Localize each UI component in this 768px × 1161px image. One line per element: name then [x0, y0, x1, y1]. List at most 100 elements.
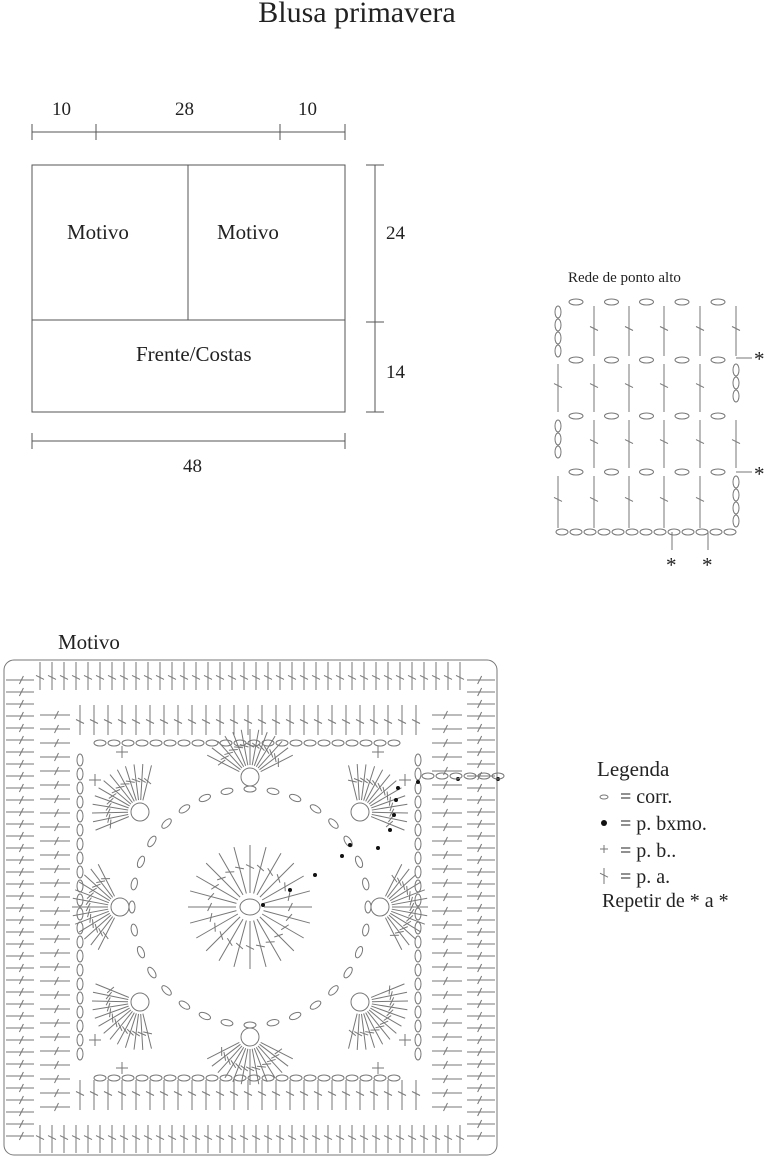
double-crochet-bar [18, 1107, 24, 1117]
chain-stitch [625, 528, 639, 536]
double-crochet-bar [477, 975, 483, 985]
double-crochet-stitch [371, 811, 408, 814]
double-crochet-stitch [368, 1009, 397, 1034]
chain-stitch [568, 412, 584, 420]
chain-stitch [191, 739, 205, 747]
legend-title: Legenda [597, 757, 670, 781]
double-crochet-stitch [211, 747, 241, 771]
double-crochet-bar [394, 930, 404, 934]
double-crochet-bar [359, 674, 369, 680]
double-crochet-bar [385, 820, 394, 828]
double-crochet-bar [54, 822, 59, 832]
chain-stitch [709, 528, 723, 536]
double-crochet-bar [366, 778, 374, 786]
double-crochet-bar [419, 1135, 429, 1141]
double-crochet-bar [443, 710, 448, 720]
double-crochet-bar [105, 997, 111, 1006]
double-crochet-bar [235, 942, 244, 950]
chain-stitch [76, 781, 84, 795]
chain-stitch [331, 739, 345, 747]
double-crochet-bar [553, 383, 563, 389]
double-crochet-stitch [84, 874, 112, 900]
double-crochet-bar [285, 719, 295, 724]
double-crochet-bar [215, 1135, 225, 1141]
double-crochet-stitch [367, 774, 391, 803]
double-crochet-stitch [260, 754, 294, 773]
double-crochet-bar [443, 1004, 448, 1014]
double-crochet-bar [589, 439, 599, 445]
double-crochet-stitch [94, 795, 129, 809]
chain-stitch [198, 793, 212, 803]
double-crochet-bar [383, 1091, 393, 1096]
double-crochet-bar [214, 922, 216, 932]
double-crochet-stitch [232, 1048, 247, 1082]
double-crochet-bar [397, 1091, 407, 1096]
chain-stitch [362, 923, 370, 937]
double-crochet-stitch [116, 769, 135, 802]
double-crochet-bar [54, 990, 59, 1000]
slip-stitch-dot [261, 903, 265, 907]
double-crochet-bar [226, 1056, 231, 1065]
double-crochet-stitch [361, 1013, 367, 1050]
double-crochet-bar [624, 326, 634, 331]
chain-stitch [554, 445, 562, 459]
double-crochet-bar [388, 985, 391, 995]
double-crochet-bar [589, 383, 599, 389]
double-crochet-bar [54, 878, 59, 888]
double-crochet-bar [18, 699, 24, 709]
double-crochet-bar [18, 1119, 24, 1129]
chain-stitch [233, 739, 247, 747]
chain-stitch [414, 809, 422, 823]
double-crochet-bar [18, 915, 24, 925]
double-crochet-bar [255, 944, 265, 948]
double-crochet-stitch [218, 918, 244, 961]
legend-item-double-crochet: = p. a. [620, 866, 671, 888]
chain-stitch [130, 877, 138, 891]
double-crochet-bar [348, 1029, 357, 1037]
double-crochet-bar [406, 915, 414, 922]
double-crochet-bar [271, 719, 281, 724]
double-crochet-bar [54, 1032, 59, 1042]
double-crochet-bar [275, 1135, 285, 1141]
double-crochet-bar [243, 719, 253, 724]
chain-stitch [710, 468, 726, 476]
chain-stitch [414, 851, 422, 865]
double-crochet-bar [86, 892, 94, 899]
chain-stitch [343, 966, 353, 979]
chain-stitch [289, 1074, 303, 1082]
double-crochet-bar [443, 1074, 448, 1084]
double-crochet-bar [335, 1135, 345, 1141]
chain-stitch [76, 865, 84, 879]
double-crochet-bar [731, 439, 741, 445]
double-crochet-stitch [240, 729, 249, 766]
double-crochet-bar [313, 1091, 323, 1096]
chain-stitch [345, 1074, 359, 1082]
double-crochet-bar [406, 885, 408, 895]
double-crochet-stitch [133, 1013, 139, 1050]
double-crochet-bar [211, 883, 220, 890]
chain-stitch [414, 767, 422, 781]
double-crochet-stitch [72, 908, 109, 917]
double-crochet-bar [455, 1135, 465, 1141]
double-crochet-bar [371, 674, 381, 680]
double-crochet-stitch [124, 766, 137, 801]
chain-stitch [435, 772, 449, 780]
double-crochet-bar [18, 687, 24, 697]
double-crochet-bar [443, 906, 448, 916]
double-crochet-bar [382, 786, 386, 796]
double-crochet-stitch [253, 846, 267, 894]
chain-stitch [128, 900, 136, 914]
double-crochet-bar [108, 793, 117, 799]
double-crochet-bar [383, 719, 393, 724]
double-crochet-bar [355, 719, 365, 724]
double-crochet-bar [89, 719, 99, 724]
double-crochet-bar [477, 1059, 483, 1069]
double-crochet-bar [267, 868, 274, 877]
chain-stitch [233, 1074, 247, 1082]
double-crochet-bar [477, 819, 483, 829]
chain-stitch [604, 412, 619, 420]
double-crochet-bar [624, 439, 634, 445]
double-crochet-bar [245, 864, 255, 870]
double-crochet-bar [443, 1102, 448, 1112]
double-crochet-bar [327, 719, 337, 724]
